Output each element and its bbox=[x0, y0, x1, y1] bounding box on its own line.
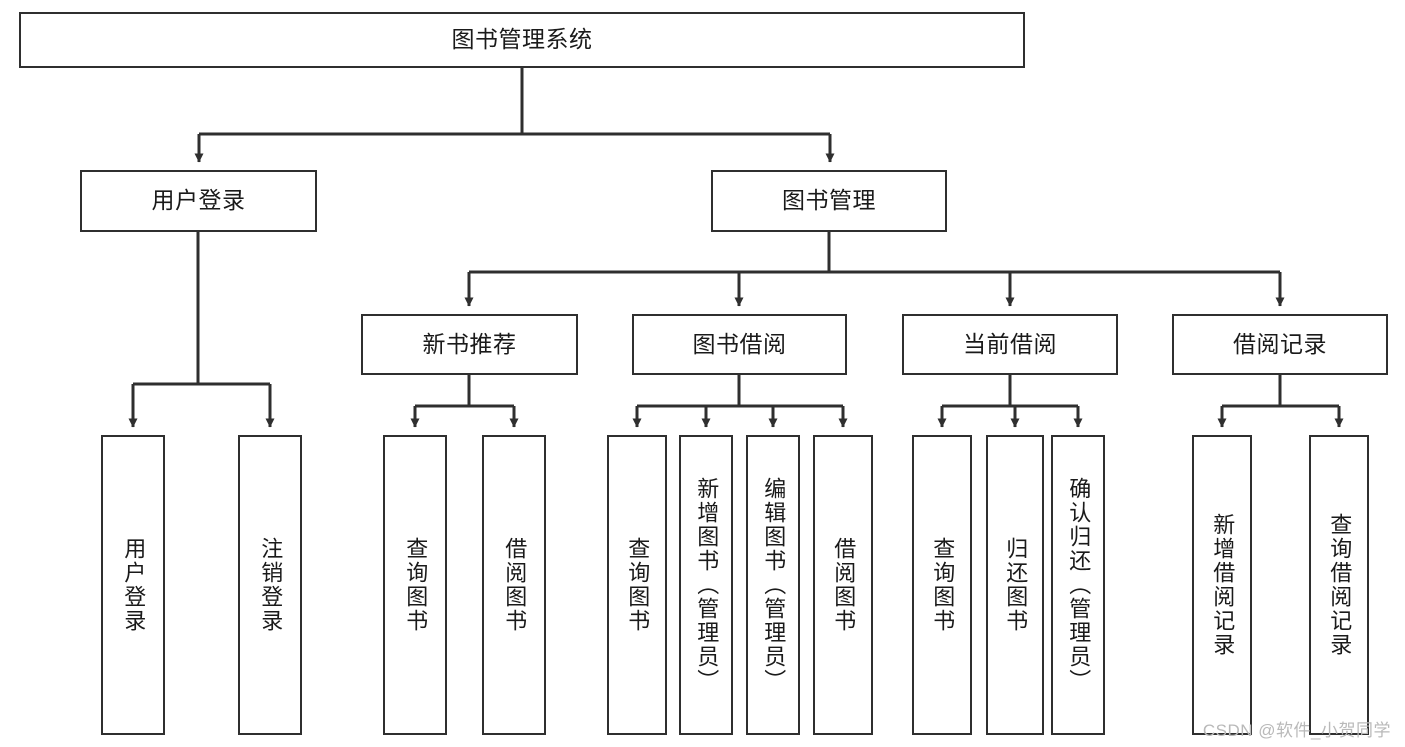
node-current-borrow-label: 当前借阅 bbox=[963, 330, 1057, 357]
node-leaf-borrow-book[interactable]: 借阅图书 bbox=[813, 435, 873, 735]
node-leaf-query-book-current-label: 查询图书 bbox=[930, 537, 956, 633]
node-leaf-borrow-book-label: 借阅图书 bbox=[831, 537, 857, 633]
node-borrow-record-label: 借阅记录 bbox=[1233, 330, 1327, 357]
node-leaf-confirm-return-label: 确认归还（管理员） bbox=[1066, 477, 1092, 693]
node-leaf-edit-book-label: 编辑图书（管理员） bbox=[761, 477, 787, 693]
node-leaf-return-book-label: 归还图书 bbox=[1003, 537, 1029, 633]
node-leaf-user-login[interactable]: 用户登录 bbox=[101, 435, 165, 735]
node-leaf-confirm-return[interactable]: 确认归还（管理员） bbox=[1051, 435, 1105, 735]
node-leaf-query-book-borrow-label: 查询图书 bbox=[625, 537, 651, 633]
edge-currentborrow-to-leaves bbox=[937, 375, 1083, 428]
node-new-book-recommend-label: 新书推荐 bbox=[422, 330, 517, 357]
edge-borrowrecord-to-leaves bbox=[1217, 375, 1344, 428]
node-leaf-borrow-book-recommend-label: 借阅图书 bbox=[502, 537, 528, 633]
node-leaf-add-book-label: 新增图书（管理员） bbox=[694, 477, 720, 693]
node-book-management[interactable]: 图书管理 bbox=[711, 170, 947, 232]
node-leaf-borrow-book-recommend[interactable]: 借阅图书 bbox=[482, 435, 546, 735]
csdn-watermark: CSDN @软件_小贺同学 bbox=[1202, 721, 1391, 740]
node-leaf-query-book-recommend-label: 查询图书 bbox=[403, 537, 429, 633]
node-leaf-query-book-recommend[interactable]: 查询图书 bbox=[383, 435, 447, 735]
node-leaf-add-borrow-record[interactable]: 新增借阅记录 bbox=[1192, 435, 1252, 735]
node-new-book-recommend[interactable]: 新书推荐 bbox=[361, 314, 578, 375]
node-user-login[interactable]: 用户登录 bbox=[80, 170, 317, 232]
edge-bookmgmt-to-level3 bbox=[464, 232, 1285, 307]
node-leaf-query-borrow-record[interactable]: 查询借阅记录 bbox=[1309, 435, 1369, 735]
node-borrow-record[interactable]: 借阅记录 bbox=[1172, 314, 1388, 375]
node-leaf-query-borrow-record-label: 查询借阅记录 bbox=[1327, 513, 1353, 657]
node-book-management-label: 图书管理 bbox=[782, 187, 876, 214]
node-root[interactable]: 图书管理系统 bbox=[19, 12, 1025, 68]
node-leaf-edit-book[interactable]: 编辑图书（管理员） bbox=[746, 435, 800, 735]
node-user-login-label: 用户登录 bbox=[151, 187, 246, 214]
node-book-borrow[interactable]: 图书借阅 bbox=[632, 314, 847, 375]
edge-bookborrow-to-leaves bbox=[632, 375, 848, 428]
edge-root-to-level2 bbox=[194, 68, 835, 163]
node-leaf-add-book[interactable]: 新增图书（管理员） bbox=[679, 435, 733, 735]
node-leaf-query-book-borrow[interactable]: 查询图书 bbox=[607, 435, 667, 735]
edge-userlogin-to-leaves bbox=[128, 232, 275, 428]
node-leaf-return-book[interactable]: 归还图书 bbox=[986, 435, 1044, 735]
node-current-borrow[interactable]: 当前借阅 bbox=[902, 314, 1118, 375]
node-leaf-logout-label: 注销登录 bbox=[258, 537, 284, 633]
node-leaf-add-borrow-record-label: 新增借阅记录 bbox=[1210, 513, 1236, 657]
edge-recommend-to-leaves bbox=[410, 375, 519, 428]
node-leaf-logout[interactable]: 注销登录 bbox=[238, 435, 302, 735]
node-leaf-query-book-current[interactable]: 查询图书 bbox=[912, 435, 972, 735]
node-leaf-user-login-label: 用户登录 bbox=[121, 537, 147, 633]
node-root-label: 图书管理系统 bbox=[451, 26, 593, 53]
node-book-borrow-label: 图书借阅 bbox=[692, 330, 787, 357]
